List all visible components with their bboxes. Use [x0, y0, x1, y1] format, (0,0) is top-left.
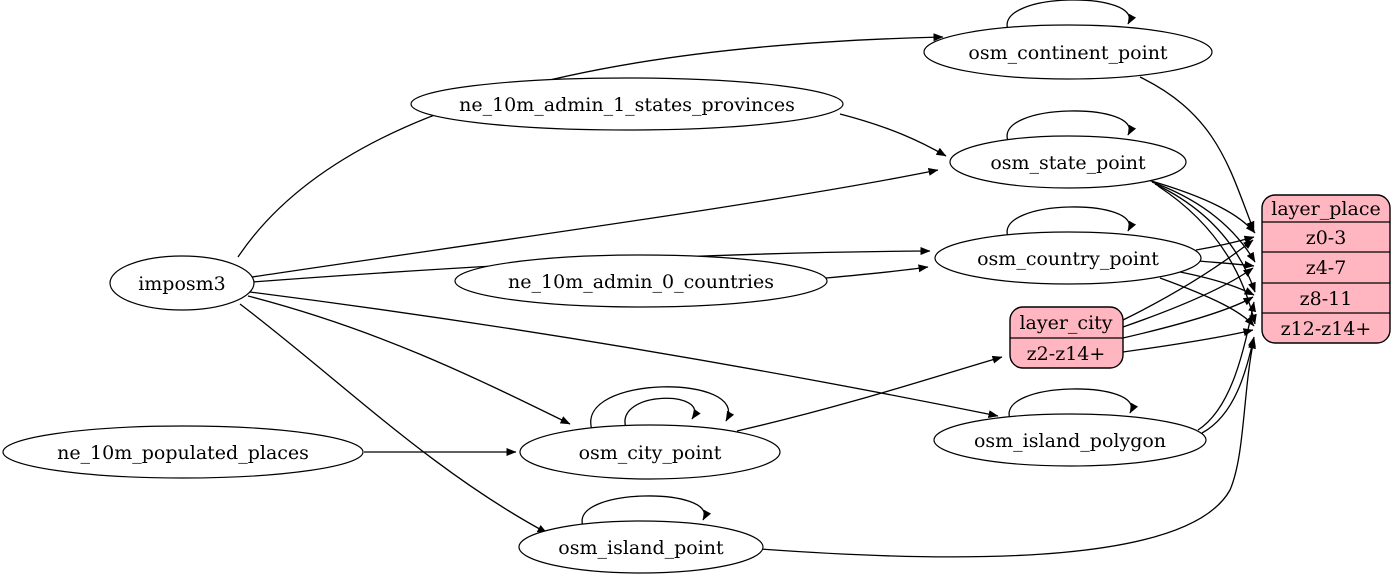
edge-osm_continent_point-layer_place-z0-3	[1139, 76, 1255, 232]
edge-osm_country_point-layer_place-z12-z14	[1159, 277, 1255, 327]
edge-imposm3-osm_state_point	[251, 167, 939, 278]
selfloop-osm_island_polygon	[1008, 388, 1139, 420]
edge-layer_city-layer_place-z4-7	[1122, 267, 1254, 328]
selfloop-osm_continent_point	[1006, 0, 1137, 31]
osm_country_point-label: osm_country_point	[977, 248, 1159, 270]
edge-osm_island_polygon-layer_place-z8-11	[1197, 301, 1256, 431]
layer_place-title: layer_place	[1271, 198, 1380, 220]
node-imposm3: imposm3	[109, 255, 255, 311]
edge-osm_island_polygon-layer_place-z12-z14	[1201, 336, 1256, 434]
selfloop-osm_state_point	[1006, 110, 1137, 142]
edge-layer_city-layer_place-z8-11	[1122, 296, 1254, 339]
ne_10m_admin_0_countries-ellipse	[454, 254, 828, 308]
imposm3-label: imposm3	[138, 273, 226, 295]
edge-ne_10m_admin_0_countries-osm_country_point	[825, 264, 929, 279]
edge-osm_city_point-layer_city	[736, 355, 1003, 432]
osm_continent_point-label: osm_continent_point	[968, 42, 1168, 64]
edge-layer_city-layer_place-z12-z14	[1122, 328, 1254, 353]
ne_10m_populated_places-ellipse	[2, 425, 364, 479]
edge-layer_city-layer_place-z0-3	[1122, 239, 1254, 321]
node-osm_island_polygon: osm_island_polygon	[933, 413, 1207, 467]
osm_city_point-ellipse	[519, 424, 781, 480]
ne_10m_admin_0_countries-label: ne_10m_admin_0_countries	[508, 271, 774, 293]
record-layer_city: layer_city z2-z14+	[1009, 306, 1124, 369]
node-ne_10m_populated_places: ne_10m_populated_places	[2, 425, 364, 479]
osm_city_point-label: osm_city_point	[579, 442, 722, 464]
edge-osm_island_point-layer_place-z12-z14	[759, 338, 1256, 558]
edge-osm_state_point-layer_place-z0-3	[1147, 179, 1256, 234]
osm_island_polygon-ellipse	[933, 413, 1207, 467]
node-osm_country_point: osm_country_point	[934, 231, 1202, 285]
edge-osm_country_point-layer_place-z0-3	[1195, 235, 1255, 251]
osm_island_point-label: osm_island_point	[558, 537, 724, 559]
ne_10m_populated_places-label: ne_10m_populated_places	[57, 442, 309, 464]
osm_island_polygon-label: osm_island_polygon	[974, 430, 1166, 452]
layer_place-row-z8-11: z8-11	[1300, 288, 1353, 310]
osm_island_point-ellipse	[518, 520, 764, 574]
osm_state_point-ellipse	[949, 135, 1187, 189]
edge-layer	[237, 0, 1257, 558]
osm_country_point-ellipse	[934, 231, 1202, 285]
record-layer_place: layer_place z0-3 z4-7 z8-11 z12-z14+	[1261, 194, 1391, 344]
imposm3-ellipse	[109, 255, 255, 311]
osm_continent_point-ellipse	[923, 24, 1213, 80]
node-ne_10m_admin_1_states_provinces: ne_10m_admin_1_states_provinces	[410, 77, 844, 131]
osm_state_point-label: osm_state_point	[990, 152, 1146, 174]
ne_10m_admin_1_states_provinces-label: ne_10m_admin_1_states_provinces	[459, 94, 795, 116]
edge-imposm3-osm_island_point	[239, 303, 548, 534]
layer_place-row-z12-z14: z12-z14+	[1281, 318, 1372, 340]
edge-ne_10m_admin_1_states_provinces-osm_state_point	[839, 113, 947, 157]
node-osm_city_point: osm_city_point	[519, 424, 781, 480]
layer_city-title: layer_city	[1019, 312, 1112, 334]
node-ne_10m_admin_0_countries: ne_10m_admin_0_countries	[454, 254, 828, 308]
layer_city-row-z2-z14: z2-z14+	[1027, 343, 1106, 365]
selfloop-osm_city_point-inner	[624, 397, 701, 429]
edge-imposm3-osm_city_point	[247, 295, 571, 425]
node-osm_state_point: osm_state_point	[949, 135, 1187, 189]
edge-imposm3-osm_continent_point	[237, 33, 944, 258]
node-osm_continent_point: osm_continent_point	[923, 24, 1213, 80]
selfloop-osm_city_point-outer	[590, 386, 735, 431]
selfloop-osm_island_point	[581, 495, 712, 527]
selfloop-osm_country_point	[1006, 206, 1137, 238]
node-osm_island_point: osm_island_point	[518, 520, 764, 574]
edge-osm_state_point-layer_place-z8-11	[1154, 183, 1256, 293]
edge-osm_country_point-layer_place-z4-7	[1197, 260, 1255, 269]
edge-imposm3-osm_island_polygon	[249, 291, 999, 419]
layer_place-row-z0-3: z0-3	[1306, 227, 1347, 249]
layer_place-box	[1261, 194, 1391, 344]
ne_10m_admin_1_states_provinces-ellipse	[410, 77, 844, 131]
edge-osm_state_point-layer_place-z4-7	[1151, 181, 1256, 263]
layer_place-row-z4-7: z4-7	[1306, 257, 1347, 279]
